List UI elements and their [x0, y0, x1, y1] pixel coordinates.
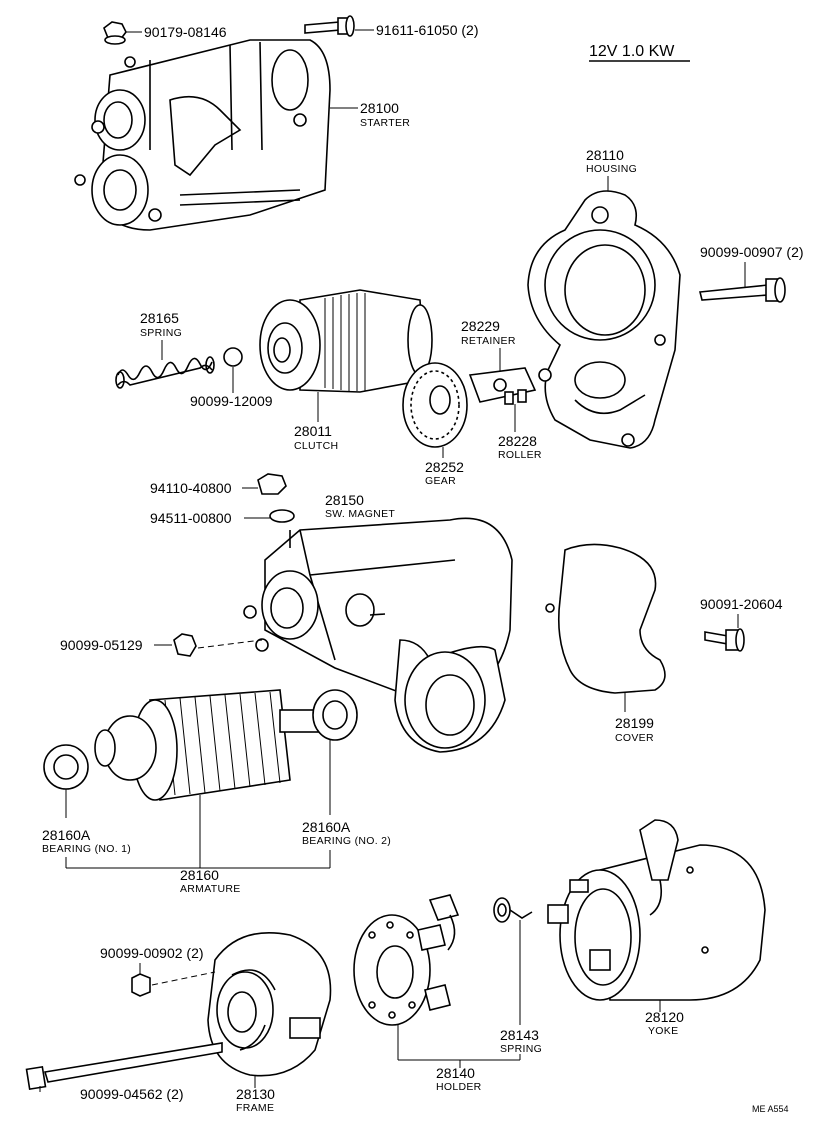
label-clutch: CLUTCH	[294, 440, 338, 452]
label-cover: COVER	[615, 732, 654, 744]
ball-90099-12009-drawing	[223, 347, 243, 367]
armature-drawing	[94, 689, 325, 801]
label-bearing-no1: BEARING (NO. 1)	[42, 843, 131, 855]
label-yoke: YOKE	[648, 1025, 678, 1037]
nut-94110-drawing	[257, 473, 287, 495]
nut-90099-05129-drawing	[173, 633, 197, 657]
label-holder: HOLDER	[436, 1081, 482, 1093]
label-90099-00907: 90099-00907 (2)	[700, 244, 804, 260]
label-90099-04562: 90099-04562 (2)	[80, 1086, 184, 1102]
label-28100: 28100	[360, 100, 399, 116]
retainer-drawing	[468, 367, 537, 405]
spring-28143-drawing	[493, 897, 533, 923]
label-94511-00800: 94511-00800	[150, 510, 232, 526]
bolt-91611-drawing	[304, 15, 355, 37]
label-90099-00902: 90099-00902 (2)	[100, 945, 204, 961]
label-armature: ARMATURE	[180, 883, 241, 895]
bolt-90099-04562-drawing	[25, 1042, 223, 1091]
gear-drawing	[402, 362, 468, 448]
label-28160A-no1: 28160A	[42, 827, 91, 843]
label-28150: 28150	[325, 492, 364, 508]
starter-assembly-drawing	[74, 39, 331, 231]
label-housing: HOUSING	[586, 163, 637, 175]
label-28011: 28011	[294, 423, 332, 439]
diagram-code: ME A554	[752, 1104, 789, 1114]
rating-title: 12V 1.0 KW	[589, 43, 675, 60]
label-roller: ROLLER	[498, 449, 542, 461]
label-28160A-no2: 28160A	[302, 819, 351, 835]
frame-drawing	[207, 932, 332, 1077]
label-28252: 28252	[425, 459, 464, 475]
label-28160: 28160	[180, 867, 219, 883]
nut-90179-drawing	[103, 21, 127, 45]
label-frame: FRAME	[236, 1102, 274, 1114]
label-28229: 28229	[461, 318, 500, 334]
label-28110: 28110	[586, 147, 624, 163]
bearing-no1-drawing	[43, 744, 89, 790]
label-28143: 28143	[500, 1027, 539, 1043]
label-bearing-no2: BEARING (NO. 2)	[302, 835, 391, 847]
label-sw-magnet: SW. MAGNET	[325, 508, 395, 520]
bearing-no2-drawing	[312, 689, 358, 741]
bolt-90091-drawing	[704, 628, 745, 652]
label-94110-40800: 94110-40800	[150, 480, 232, 496]
label-28199: 28199	[615, 715, 654, 731]
label-91611-61050: 91611-61050 (2)	[376, 22, 478, 38]
label-28228: 28228	[498, 433, 537, 449]
label-28130: 28130	[236, 1086, 275, 1102]
label-90179-08146: 90179-08146	[144, 24, 227, 40]
spring-28165-drawing	[115, 356, 215, 389]
label-spring-28165: SPRING	[140, 327, 182, 339]
label-starter: STARTER	[360, 117, 410, 129]
bolt-90099-00902-drawing	[131, 973, 151, 997]
label-retainer: RETAINER	[461, 335, 516, 347]
cover-drawing	[545, 543, 666, 694]
clutch-drawing	[259, 289, 433, 393]
label-28140: 28140	[436, 1065, 475, 1081]
label-90099-05129: 90099-05129	[60, 637, 143, 653]
washer-94511-drawing	[269, 509, 295, 523]
sw-magnet-drawing	[243, 517, 513, 753]
label-90091-20604: 90091-20604	[700, 596, 783, 612]
label-28165: 28165	[140, 310, 179, 326]
label-spring-28143: SPRING	[500, 1043, 542, 1055]
bolt-90099-00907-drawing	[699, 277, 786, 303]
label-gear: GEAR	[425, 475, 456, 487]
label-90099-12009: 90099-12009	[190, 393, 273, 409]
housing-drawing	[527, 190, 681, 449]
yoke-drawing	[547, 819, 766, 1001]
holder-drawing	[353, 894, 460, 1026]
label-28120: 28120	[645, 1009, 684, 1025]
